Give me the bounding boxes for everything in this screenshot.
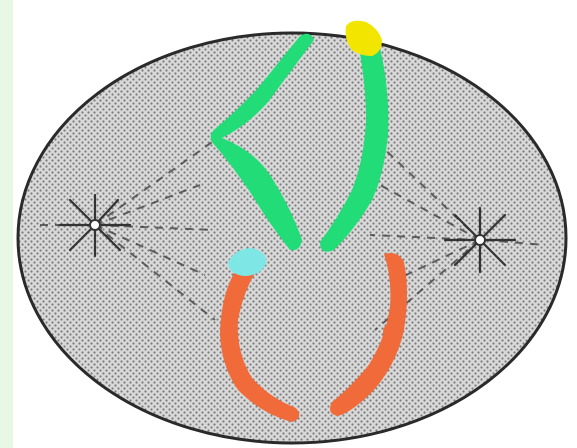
orange-centromere-bump: [383, 323, 401, 341]
